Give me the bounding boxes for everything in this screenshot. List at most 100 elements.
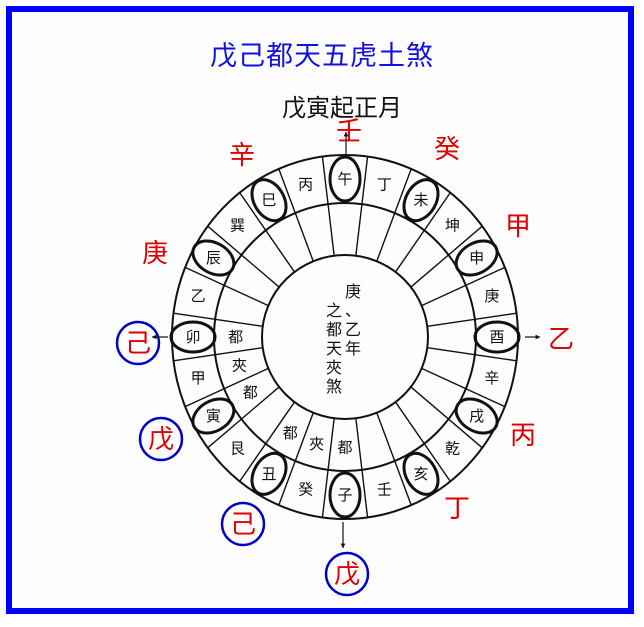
heavenly-stem-label: 己 — [125, 329, 151, 359]
arrowhead-icon — [340, 543, 346, 548]
segment-divider — [173, 347, 263, 362]
heavenly-stem-label: 乙 — [548, 325, 574, 355]
segment-divider — [355, 418, 369, 518]
branch-highlight-circle — [250, 178, 288, 223]
middle-ring-label: 都 — [337, 439, 352, 457]
segment-divider — [376, 412, 412, 506]
segment-divider — [184, 266, 269, 307]
branch-highlight-circle — [328, 471, 362, 519]
heavenly-stem-label: 庚 — [142, 239, 168, 269]
branch-highlight-circle — [402, 178, 440, 223]
stem-highlight-circle — [115, 320, 161, 366]
outer-ring-label: 寅 — [206, 407, 221, 425]
segment-divider — [239, 192, 296, 273]
heavenly-stem-label: 己 — [230, 510, 256, 540]
center-text-left-column: 夾 — [326, 358, 342, 377]
outer-ring-label: 甲 — [191, 369, 206, 387]
branch-highlight-circle — [191, 397, 236, 435]
outer-ring-labels: 午丁未坤申庚酉辛戌乾亥壬子癸丑艮寅甲卯乙辰巽巳丙 — [169, 155, 521, 519]
outer-ring-label: 丑 — [261, 465, 276, 483]
outer-ring-label: 庚 — [484, 287, 499, 305]
stem-highlight-circle — [138, 416, 184, 462]
arrowhead-icon — [343, 132, 349, 137]
segment-divider — [173, 312, 263, 327]
outer-ring-label: 壬 — [377, 481, 392, 499]
segment-divider — [321, 418, 335, 518]
segment-divider — [427, 312, 517, 327]
middle-ring-label: 夾 — [309, 435, 324, 453]
branch-highlight-circle — [454, 397, 499, 435]
center-text-left-column: 之 — [326, 301, 342, 320]
page-title: 戊己都天五虎土煞 — [210, 41, 434, 72]
outer-ring-label: 巽 — [230, 216, 245, 234]
heavenly-stem-label: 癸 — [434, 135, 460, 165]
segment-divider — [394, 192, 451, 273]
stem-highlight-circle — [220, 501, 266, 547]
wheel-spokes — [173, 156, 517, 518]
page-frame — [6, 6, 634, 614]
branch-highlight-circle — [250, 451, 288, 496]
diagram-subtitle: 戊寅起正月 — [282, 94, 402, 122]
outer-ring-label: 酉 — [489, 328, 504, 346]
center-text-right-column: 、 — [345, 301, 361, 320]
heavenly-stem-label: 丙 — [510, 421, 536, 451]
branch-highlight-circle — [191, 239, 236, 277]
heavenly-stem-label: 戊 — [334, 560, 360, 590]
outer-ring-label: 申 — [469, 249, 484, 267]
outer-ring-label: 艮 — [230, 440, 245, 458]
middle-ring-label: 夾 — [232, 357, 247, 375]
segment-divider — [410, 386, 483, 449]
segment-divider — [421, 367, 506, 408]
outer-ring-label: 巳 — [261, 191, 276, 209]
segment-divider — [239, 401, 296, 482]
segment-divider — [184, 367, 269, 408]
outer-ring-label: 丙 — [298, 175, 313, 193]
outer-ring-label: 午 — [337, 170, 352, 188]
outer-ring-label: 乾 — [445, 440, 460, 458]
segment-divider — [421, 266, 506, 307]
arrowhead-icon — [535, 334, 540, 340]
center-text-left-column: 都 — [326, 320, 342, 339]
center-text-left-column: 天 — [326, 339, 342, 358]
segment-divider — [427, 347, 517, 362]
heavenly-stem-label: 丁 — [444, 494, 470, 524]
center-text-right-column: 庚 — [345, 282, 361, 301]
segment-divider — [410, 225, 483, 288]
arrowhead-icon — [152, 334, 157, 340]
center-text-left-column: 煞 — [326, 377, 342, 396]
segment-divider — [321, 156, 335, 256]
segment-divider — [207, 386, 280, 449]
outer-ring-label: 卯 — [185, 328, 200, 346]
outer-ring-label: 辛 — [484, 369, 499, 387]
outer-ring-label: 坤 — [445, 216, 460, 234]
arrows — [152, 132, 540, 548]
segment-divider — [355, 156, 369, 256]
outer-ring-label: 乙 — [191, 287, 206, 305]
segment-divider — [376, 168, 412, 262]
outer-ring-label: 未 — [413, 191, 428, 209]
segment-divider — [278, 168, 314, 262]
segment-divider — [207, 225, 280, 288]
outer-ring-label: 子 — [337, 486, 352, 504]
middle-ring-label: 都 — [283, 424, 298, 442]
segment-divider — [278, 412, 314, 506]
middle-ring-label: 都 — [228, 328, 243, 346]
branch-highlight-circle — [169, 320, 217, 354]
outer-ring-label: 丁 — [377, 175, 392, 193]
heavenly-stem-label: 戊 — [148, 425, 174, 455]
outer-ring-label: 辰 — [206, 249, 221, 267]
heavenly-stem-label: 甲 — [505, 212, 531, 242]
outer-ring-label: 亥 — [413, 465, 428, 483]
heavenly-stem-label: 壬 — [336, 117, 362, 147]
inner-ring-circle — [261, 254, 429, 420]
outer-ring-label: 戌 — [469, 407, 484, 425]
branch-highlight-circle — [454, 239, 499, 277]
center-text-right-column: 年 — [345, 339, 361, 358]
stem-highlight-circle — [324, 551, 370, 597]
center-text-right-column: 乙 — [345, 320, 361, 339]
branch-highlight-circle — [473, 320, 521, 354]
